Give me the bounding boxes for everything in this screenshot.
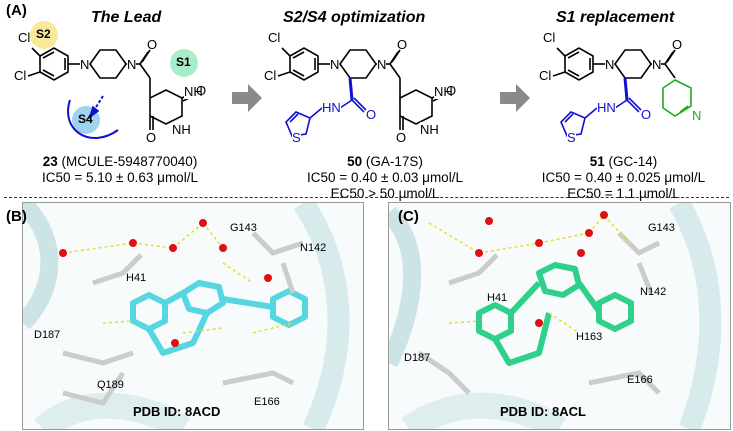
c50-nh-1: NH xyxy=(434,84,453,99)
c50-s: S xyxy=(292,130,301,145)
c50-o-3: O xyxy=(396,130,407,145)
panel-c-label: (C) xyxy=(398,208,419,225)
c50-nh-2: NH xyxy=(420,122,439,137)
compound-50-ec50: EC50 > 50 μmol/L xyxy=(330,186,440,201)
compound-50-structure xyxy=(277,47,446,137)
c51-pyridine-n: N xyxy=(692,108,702,123)
s4-label: S4 xyxy=(78,112,93,126)
arrow-1 xyxy=(232,84,262,112)
c51-n-1: N xyxy=(605,57,615,72)
b-res-d187: D187 xyxy=(34,329,61,341)
s2-label: S2 xyxy=(36,27,51,41)
c50-cl-2: Cl xyxy=(264,68,277,83)
c23-o-1: O xyxy=(147,37,158,52)
compound-50-number: 50 xyxy=(347,154,363,169)
compound-23-ic50: IC50 = 5.10 ± 0.63 μmol/L xyxy=(42,170,198,185)
compound-51-number: 51 xyxy=(589,154,605,169)
section-divider xyxy=(4,197,729,198)
panel-c-structure xyxy=(389,203,722,429)
c51-s: S xyxy=(567,130,576,145)
compound-51-name: (GC-14) xyxy=(608,154,658,169)
process-arrows xyxy=(232,84,530,112)
c-res-n142: N142 xyxy=(640,286,667,298)
c23-n-2: N xyxy=(127,57,137,72)
panel-b-label: (B) xyxy=(6,208,27,225)
c51-o-amide: O xyxy=(641,107,652,122)
c50-n-1: N xyxy=(330,57,340,72)
c51-n-2: N xyxy=(652,57,662,72)
compound-50-name: (GA-17S) xyxy=(365,154,423,169)
panel-b-structure xyxy=(23,203,350,429)
lead-title: The Lead xyxy=(91,9,162,26)
c51-cl-2: Cl xyxy=(539,68,552,83)
c50-n-2: N xyxy=(377,57,387,72)
compound-50-ic50: IC50 = 0.40 ± 0.03 μmol/L xyxy=(307,170,463,185)
b-res-e166: E166 xyxy=(254,396,280,408)
c23-nh-2: NH xyxy=(172,122,191,137)
c50-o-2: O xyxy=(446,83,457,98)
compound-50-caption: 50 (GA-17S) IC50 = 0.40 ± 0.03 μmol/L EC… xyxy=(280,154,490,202)
c23-o-2: O xyxy=(196,83,207,98)
compound-51-ec50: EC50 = 1.1 μmol/L xyxy=(567,186,680,201)
compound-51-structure xyxy=(552,47,692,137)
panel-b-render xyxy=(22,202,364,430)
chemical-structures xyxy=(27,21,692,140)
arrow-2 xyxy=(500,84,530,112)
c50-hn: HN xyxy=(322,100,341,115)
c-res-e166: E166 xyxy=(627,374,653,386)
c23-n-1: N xyxy=(80,57,90,72)
c23-nh-1: NH xyxy=(184,84,203,99)
b-res-g143: G143 xyxy=(230,222,257,234)
s1-pocket-highlight xyxy=(170,49,198,77)
c-res-h163: H163 xyxy=(576,331,603,343)
b-res-q189: Q189 xyxy=(97,379,124,391)
c51-o-1: O xyxy=(672,37,683,52)
panel-b-pdb-id: PDB ID: 8ACD xyxy=(133,404,221,419)
compound-23-number: 23 xyxy=(42,154,58,169)
panel-c-pdb-id: PDB ID: 8ACL xyxy=(500,404,586,419)
b-res-n142: N142 xyxy=(300,242,327,254)
c23-o-3: O xyxy=(146,130,157,145)
s1-label: S1 xyxy=(176,55,191,69)
compound-51-ic50: IC50 = 0.40 ± 0.025 μmol/L xyxy=(541,170,706,185)
compound-23-caption: 23 (MCULE-5948770040) IC50 = 5.10 ± 0.63… xyxy=(20,154,220,186)
panel-c-render xyxy=(388,202,731,430)
c-res-h41: H41 xyxy=(487,292,508,304)
compound-23-name: (MCULE-5948770040) xyxy=(61,154,198,169)
b-res-h41: H41 xyxy=(126,272,147,284)
s2-pocket-highlight xyxy=(30,21,58,49)
s1-title: S1 replacement xyxy=(556,9,675,26)
c50-o-amide: O xyxy=(366,107,377,122)
c51-cl-1: Cl xyxy=(543,30,556,45)
c-res-g143: G143 xyxy=(648,222,675,234)
compound-51-caption: 51 (GC-14) IC50 = 0.40 ± 0.025 μmol/L EC… xyxy=(516,154,731,202)
c50-o-1: O xyxy=(397,37,408,52)
c23-cl-2: Cl xyxy=(14,68,27,83)
c23-cl-1: Cl xyxy=(18,30,31,45)
c51-hn: HN xyxy=(597,100,616,115)
s2s4-title: S2/S4 optimization xyxy=(283,9,426,26)
compound-23-structure xyxy=(27,21,198,140)
c-res-d187: D187 xyxy=(404,352,431,364)
panel-a-label: (A) xyxy=(6,2,27,19)
c50-cl-1: Cl xyxy=(268,30,281,45)
